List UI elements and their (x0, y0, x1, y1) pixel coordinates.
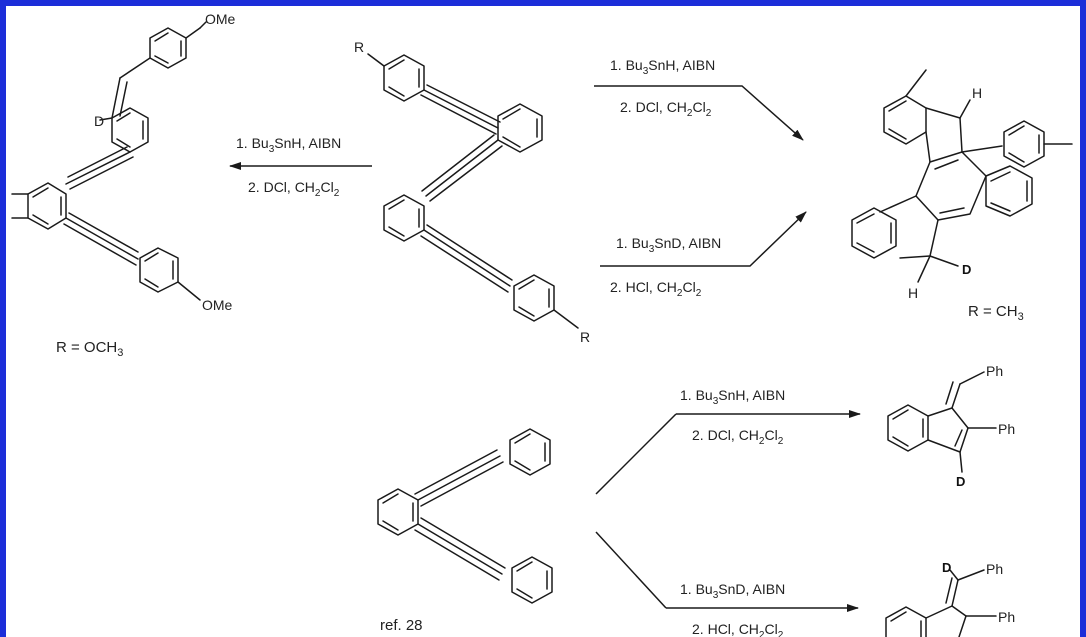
d-label-indene: D (956, 474, 965, 489)
indene-product-upper (887, 371, 997, 473)
conditions-lower-upper: 1. Bu3SnH, AIBN 2. DCl, CH2Cl2 (680, 387, 785, 447)
d-label-indene-lower: D (942, 560, 951, 575)
d-label-right: D (962, 262, 971, 277)
h-label-top: H (972, 85, 982, 101)
indene-product-lower (885, 569, 997, 637)
mid-right-arrow (600, 211, 807, 267)
svg-text:2. DCl, CH2Cl2: 2. DCl, CH2Cl2 (692, 427, 784, 447)
conditions-left: 1. Bu3SnH, AIBN 2. DCl, CH2Cl2 (236, 135, 341, 199)
right-product-structure (851, 69, 1073, 283)
d-label-left: D (94, 113, 104, 129)
svg-text:1. Bu3SnH, AIBN: 1. Bu3SnH, AIBN (610, 57, 715, 77)
top-right-arrow (594, 85, 804, 141)
ome-label-top: OMe (205, 11, 236, 27)
svg-text:1. Bu3SnD, AIBN: 1. Bu3SnD, AIBN (616, 235, 721, 255)
svg-text:2. DCl, CH2Cl2: 2. DCl, CH2Cl2 (620, 99, 712, 119)
central-starting-material-structure (367, 53, 579, 329)
r-ch3-label: R = CH3 (968, 303, 1024, 323)
ph-label-3: Ph (986, 561, 1003, 577)
r-label-top: R (354, 39, 364, 55)
ref-label: ref. 28 (380, 617, 423, 634)
ph-label-1: Ph (986, 363, 1003, 379)
svg-text:2. HCl, CH2Cl2: 2. HCl, CH2Cl2 (692, 621, 784, 637)
conditions-mid: 1. Bu3SnD, AIBN 2. HCl, CH2Cl2 (610, 235, 721, 299)
svg-text:2. DCl, CH2Cl2: 2. DCl, CH2Cl2 (248, 179, 340, 199)
r-och3-label: R = OCH3 (56, 339, 123, 359)
h-label-bottom: H (908, 285, 918, 301)
svg-text:1. Bu3SnH, AIBN: 1. Bu3SnH, AIBN (680, 387, 785, 407)
left-product-structure (11, 21, 207, 301)
lower-split-lower (595, 531, 667, 609)
svg-text:1. Bu3SnD, AIBN: 1. Bu3SnD, AIBN (680, 581, 785, 601)
conditions-top: 1. Bu3SnH, AIBN 2. DCl, CH2Cl2 (610, 57, 715, 119)
svg-text:2. HCl, CH2Cl2: 2. HCl, CH2Cl2 (610, 279, 702, 299)
lower-split-upper (595, 413, 677, 495)
ph-label-4: Ph (998, 609, 1015, 625)
ph-label-2: Ph (998, 421, 1015, 437)
svg-text:1. Bu3SnH, AIBN: 1. Bu3SnH, AIBN (236, 135, 341, 155)
lower-diyne-structure (377, 428, 553, 604)
r-label-bottom: R (580, 329, 590, 345)
ome-label-bottom: OMe (202, 297, 233, 313)
conditions-lower-lower: 1. Bu3SnD, AIBN 2. HCl, CH2Cl2 (680, 581, 785, 637)
